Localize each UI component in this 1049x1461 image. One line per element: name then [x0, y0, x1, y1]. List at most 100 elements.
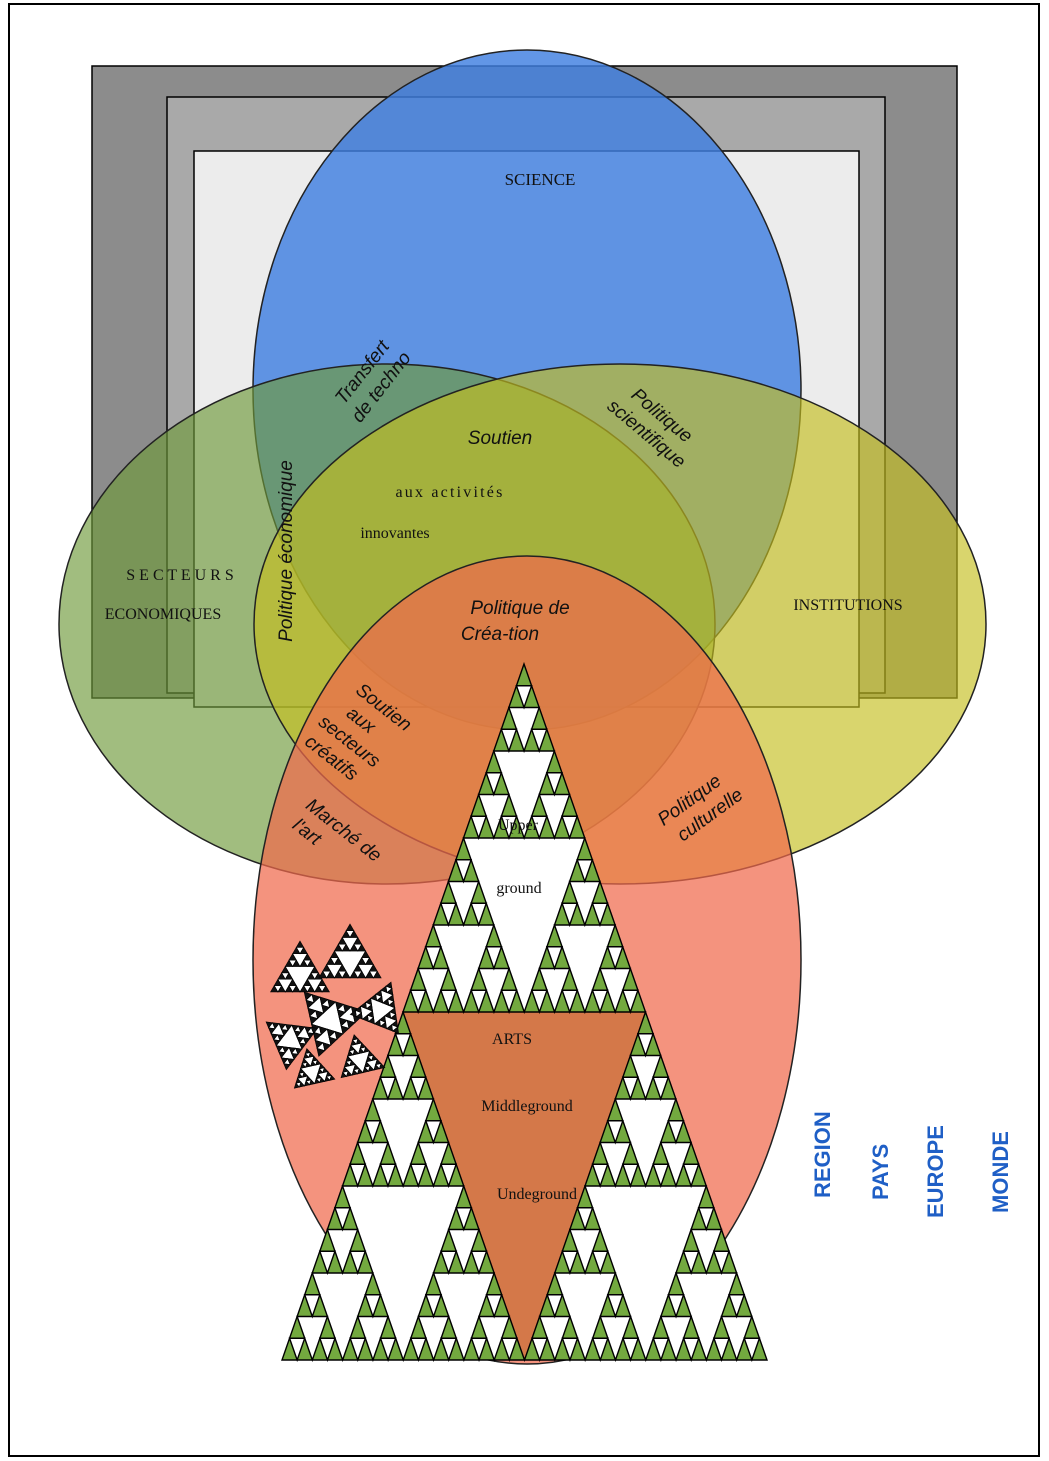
sierpinski-hole [349, 1250, 367, 1276]
fractal-cluster-piece [354, 1005, 362, 1014]
fractal-cluster-piece [325, 1070, 332, 1077]
fractal-cluster-piece [353, 1063, 360, 1071]
fractal-cluster-piece [283, 1063, 291, 1071]
fractal-cluster-piece [288, 978, 297, 986]
sierpinski-hole [454, 859, 473, 884]
sierpinski-triangle [281, 661, 768, 1363]
sierpinski-hole [561, 902, 579, 928]
sierpinski-hole [545, 946, 564, 971]
fractal-cluster-piece [318, 970, 328, 979]
fractal-cluster-piece [386, 987, 394, 996]
sierpinski-hole [470, 1337, 488, 1363]
sierpinski-hole [379, 1076, 397, 1102]
upperground-label-line2: ground [496, 880, 541, 897]
creation-label-line1: Politique de [470, 598, 569, 619]
fractal-cluster-piece [365, 957, 374, 965]
fractal-cluster-piece [365, 1004, 373, 1012]
sierpinski-hole [379, 1163, 397, 1189]
sierpinski-hole [530, 815, 548, 841]
sierpinski-hole [530, 989, 548, 1015]
fractal-cluster-piece [346, 1070, 353, 1077]
sierpinski-hole [561, 1250, 579, 1276]
fractal-cluster-piece [268, 1027, 276, 1035]
fractal-cluster-piece [304, 1047, 311, 1054]
arts-label: ARTS [492, 1031, 532, 1048]
fractal-cluster-piece [304, 1080, 311, 1087]
sierpinski-hole [667, 1120, 685, 1145]
sierpinski-hole [712, 1337, 731, 1363]
fractal-cluster-piece [329, 1074, 336, 1081]
fractal-cluster-piece [317, 1068, 324, 1075]
sierpinski-hole [621, 1076, 639, 1102]
sierpinski-hole [743, 1337, 761, 1363]
sierpinski-hole [409, 1337, 427, 1363]
fractal-cluster-piece [349, 1059, 356, 1067]
fractal-cluster-piece [305, 999, 315, 1009]
fractal-cluster-piece [333, 970, 343, 979]
fractal-cluster-piece [270, 1033, 279, 1041]
fractal-cluster-piece [322, 963, 332, 972]
fractal-cluster-piece [298, 1042, 307, 1050]
sierpinski-hole [591, 902, 609, 928]
creation-label-line2: Créa-tion [461, 624, 539, 645]
sierpinski-hole [500, 815, 518, 841]
fractal-cluster-piece [315, 1059, 322, 1066]
fractal-cluster-piece [310, 1027, 319, 1035]
sierpinski-hole [424, 1120, 442, 1145]
fractal-cluster-piece [322, 1067, 329, 1074]
upperground-label-line1: Upper [498, 817, 539, 834]
fractal-cluster-piece [314, 1039, 324, 1049]
sierpinski-hole [591, 1163, 609, 1189]
fractal-cluster-piece [295, 940, 305, 948]
fractal-cluster-piece [359, 1001, 367, 1010]
fractal-cluster-piece [367, 1065, 375, 1072]
fractal-cluster-piece [357, 970, 367, 979]
fractal-cluster-piece [345, 1055, 352, 1063]
sierpinski-hole [682, 1250, 700, 1276]
fractal-cluster-piece [284, 985, 294, 993]
sierpinski-hole [530, 728, 548, 754]
fractal-cluster-piece [385, 981, 393, 989]
fractal-cluster-piece [312, 1031, 322, 1041]
politique-economique-label: Politique économique [276, 460, 297, 642]
fractal-cluster-piece [361, 950, 371, 959]
fractal-cluster-piece [345, 923, 355, 932]
fractal-cluster-piece [385, 1024, 393, 1032]
fractal-cluster-piece [370, 993, 378, 1002]
fractal-cluster-piece [326, 970, 335, 979]
fractal-cluster-piece [303, 1052, 310, 1059]
sierpinski-hole [318, 1250, 336, 1276]
fractal-cluster-piece [368, 963, 378, 972]
sierpinski-hole [621, 1163, 640, 1189]
fractal-cluster-piece [373, 1064, 380, 1071]
fractal-cluster-piece [305, 1061, 312, 1068]
sierpinski-hole [409, 989, 427, 1015]
fractal-cluster-piece [318, 1026, 328, 1036]
fractal-cluster-piece [300, 1062, 307, 1069]
fractal-cluster-piece [358, 1047, 365, 1055]
fractal-cluster-piece [296, 1072, 304, 1079]
fractal-cluster-piece [311, 994, 321, 1004]
fractal-cluster-piece [278, 1051, 286, 1059]
fractal-cluster-piece [355, 1012, 363, 1020]
fractal-cluster-piece [384, 1011, 392, 1019]
fractal-cluster-piece [359, 1042, 367, 1049]
sierpinski-hole [440, 1337, 458, 1363]
sierpinski-hole [424, 946, 442, 971]
sierpinski-hole [485, 1294, 503, 1319]
fractal-cluster-piece [387, 994, 395, 1002]
sierpinski-hole [485, 946, 503, 971]
sierpinski-hole [652, 1163, 670, 1189]
aux-activites-label: aux activités [395, 484, 504, 501]
sierpinski-hole [621, 989, 639, 1015]
fractal-cluster-piece [303, 991, 313, 1001]
sierpinski-hole [364, 1294, 382, 1319]
fractal-cluster-piece [295, 1047, 303, 1055]
fractal-cluster-piece [303, 978, 312, 986]
fractal-cluster-piece [277, 972, 286, 980]
fractal-cluster-piece [327, 998, 337, 1009]
fractal-cluster-piece [343, 1061, 351, 1068]
fractal-cluster-icon [265, 923, 400, 1089]
fractal-cluster-piece [326, 957, 335, 965]
